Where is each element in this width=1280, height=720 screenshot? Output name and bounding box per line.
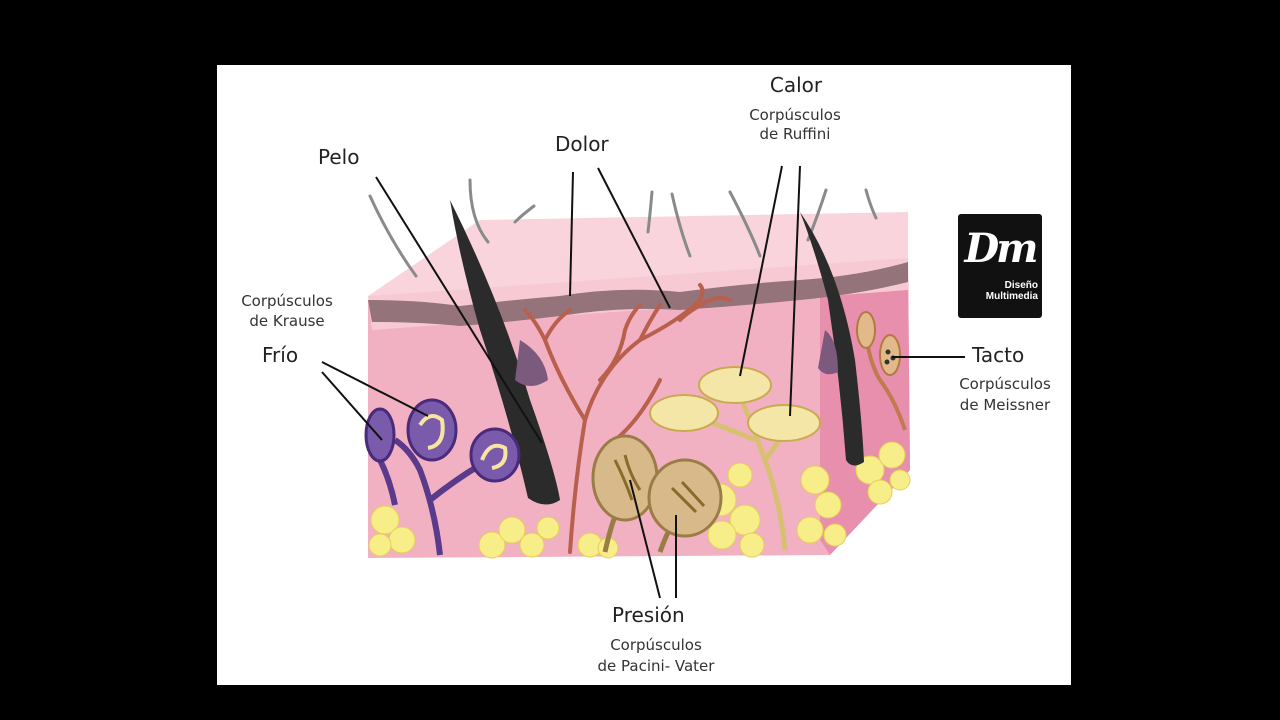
- label-ruffini-2: de Ruffini: [759, 125, 831, 143]
- label-calor: Calor: [769, 73, 823, 97]
- label-frio: Frío: [262, 343, 299, 367]
- diseno-multimedia-logo: Dm Diseño Multimedia: [958, 214, 1042, 318]
- ruffini-body-2: [649, 394, 719, 432]
- label-meissner-1: Corpúsculos: [959, 375, 1051, 393]
- logo-line-2: Multimedia: [985, 291, 1038, 302]
- logo-line-1: Diseño: [1004, 280, 1038, 291]
- hair-follicle-right: [800, 212, 864, 466]
- label-pacini-2: de Pacini- Vater: [597, 657, 715, 675]
- meissner-body-2: [879, 334, 901, 376]
- ruffini-body-1: [698, 366, 772, 404]
- epidermis-top-surface: [368, 212, 908, 302]
- leader-calor-2: [789, 165, 801, 417]
- label-krause-2: de Krause: [249, 312, 325, 330]
- label-dolor: Dolor: [555, 132, 609, 156]
- ruffini-body-3: [747, 404, 821, 442]
- subcutaneous-fat: [368, 441, 911, 559]
- label-presion: Presión: [612, 603, 685, 627]
- label-pelo: Pelo: [318, 145, 360, 169]
- krause-corpuscles: [364, 398, 521, 556]
- label-krause-1: Corpúsculos: [241, 292, 333, 310]
- leader-dolor-2: [597, 167, 671, 309]
- krause-bulb-2: [406, 398, 458, 462]
- label-pacini-1: Corpúsculos: [610, 636, 702, 654]
- leader-frio-2: [321, 361, 429, 417]
- leader-lines: [321, 165, 965, 599]
- leader-calor-1: [739, 165, 783, 377]
- pacini-corpuscles: [591, 434, 723, 553]
- krause-bulb-1: [364, 407, 396, 463]
- leader-pelo: [375, 176, 543, 444]
- logo-text: Diseño Multimedia: [958, 280, 1038, 302]
- pacini-body-2: [647, 458, 723, 538]
- krause-bulb-3: [469, 427, 521, 483]
- leader-frio-1: [321, 371, 383, 441]
- label-tacto: Tacto: [972, 343, 1025, 367]
- leader-presion-1: [629, 479, 661, 599]
- logo-mark: Dm: [964, 225, 1038, 272]
- label-meissner-2: de Meissner: [959, 396, 1051, 414]
- meissner-body-1: [856, 311, 876, 349]
- basal-layer: [368, 262, 908, 326]
- meissner-corpuscles: [856, 311, 907, 431]
- leader-dolor-1: [569, 171, 574, 297]
- ruffini-corpuscles: [649, 366, 821, 551]
- label-ruffini-1: Corpúsculos: [749, 106, 841, 124]
